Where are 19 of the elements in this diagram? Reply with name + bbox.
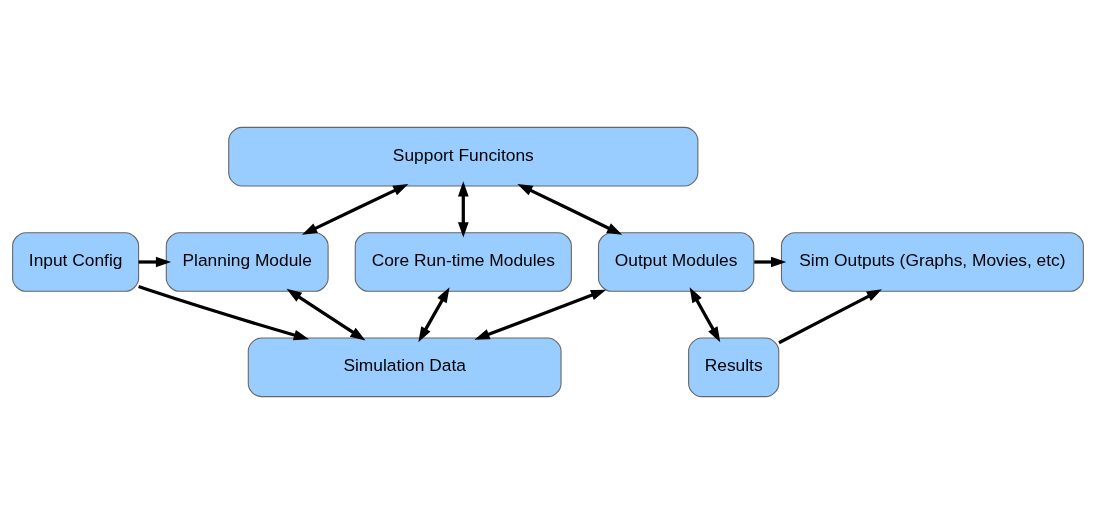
node-box: Results	[688, 336, 780, 397]
arrow	[138, 284, 310, 340]
arrow	[517, 183, 623, 235]
arrow	[754, 256, 787, 267]
node-box: Input Config	[12, 231, 140, 292]
arrow	[138, 256, 172, 267]
node-box: Output Modules	[597, 231, 755, 292]
arrow	[689, 286, 721, 342]
arrow	[457, 180, 469, 237]
arrow	[301, 183, 409, 235]
node-box: Support Funcitons	[228, 126, 699, 187]
node-box: Sim Outputs (Graphs, Movies, etc)	[780, 231, 1084, 292]
node-box: Planning Module	[165, 231, 329, 292]
arrow	[286, 288, 366, 341]
node-box: Core Run-time Modules	[354, 231, 572, 292]
arrow	[418, 286, 450, 342]
arrow	[474, 289, 607, 340]
node-box: Simulation Data	[247, 336, 562, 397]
arrow	[778, 288, 882, 344]
